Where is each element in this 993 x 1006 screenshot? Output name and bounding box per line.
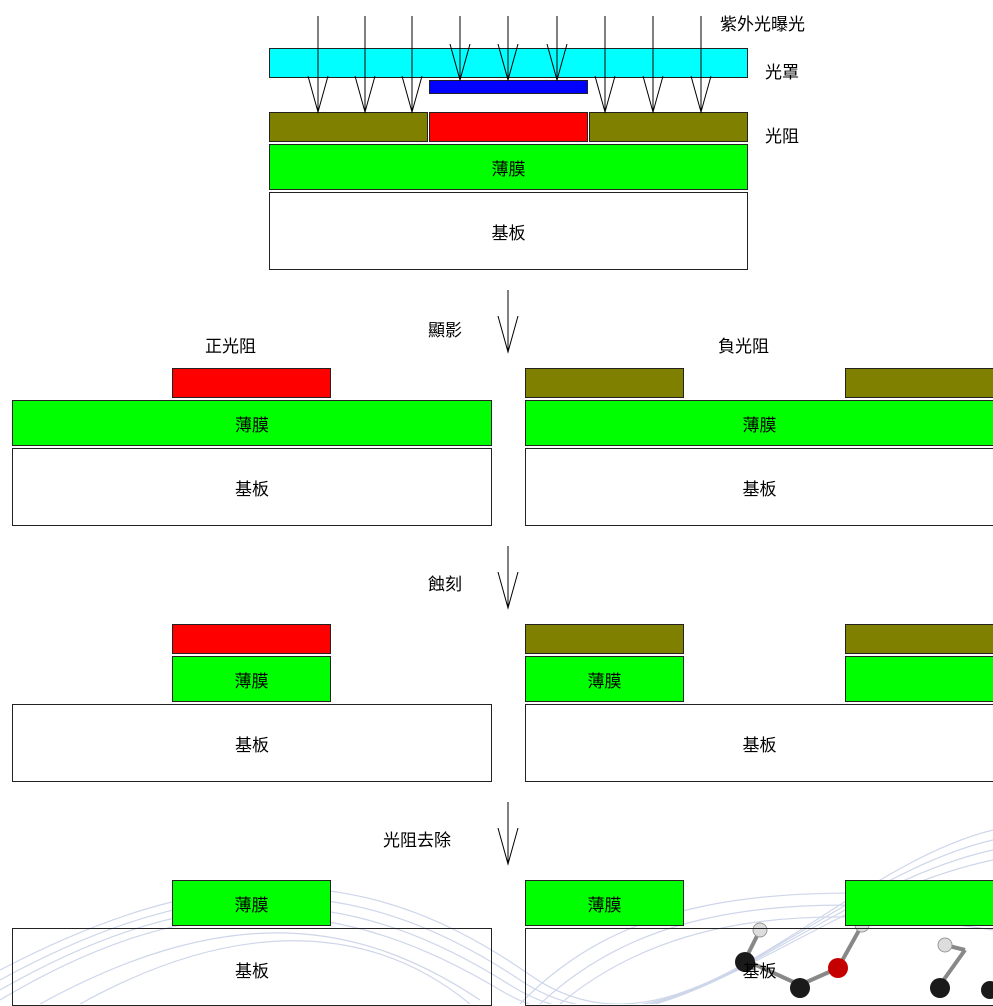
thin-film-label: 薄膜: [234, 895, 269, 916]
negative-resist-right-block: [845, 624, 993, 654]
resist-exposed-left: [269, 112, 428, 142]
resist-exposed-right: [589, 112, 748, 142]
negative-resist-label: 負光阻: [718, 337, 769, 357]
positive-resist-block: [172, 624, 331, 654]
mask-label: 光罩: [765, 63, 799, 83]
thin-film-final: 薄膜: [525, 880, 684, 926]
positive-resist-block: [172, 368, 331, 398]
mask-pattern: [429, 80, 588, 94]
thin-film-etched: 薄膜: [172, 656, 331, 702]
thin-film: 薄膜: [525, 400, 993, 446]
uv-arrow: [449, 16, 471, 82]
photoresist-label: 光阻: [765, 127, 799, 147]
resist-unexposed: [429, 112, 588, 142]
uv-arrow: [594, 16, 616, 114]
thin-film-etched: [845, 656, 993, 702]
substrate-label: 基板: [742, 962, 777, 982]
uv-arrow: [546, 16, 568, 82]
substrate: 基板: [269, 192, 748, 270]
substrate-label: 基板: [742, 479, 777, 500]
negative-resist-left-block: [525, 368, 684, 398]
substrate: 基板: [12, 704, 492, 782]
thin-film-label: 薄膜: [491, 159, 526, 180]
thin-film-etched: 薄膜: [525, 656, 684, 702]
uv-arrow: [307, 16, 329, 114]
thin-film: 薄膜: [12, 400, 492, 446]
thin-film-label: 薄膜: [587, 895, 622, 916]
substrate-label: 基板: [235, 479, 269, 500]
positive-resist-label: 正光阻: [205, 337, 256, 357]
substrate-label: 基板: [235, 735, 269, 756]
substrate: 基板: [525, 448, 993, 526]
negative-resist-right-block: [845, 368, 993, 398]
uv-arrow: [497, 16, 519, 82]
thin-film-label: 薄膜: [234, 671, 269, 692]
thin-film-label: 薄膜: [587, 671, 622, 692]
substrate: 基板: [525, 704, 993, 782]
etch-label: 蝕刻: [428, 575, 462, 595]
develop-step-arrow: [497, 290, 519, 354]
uv-arrow: [401, 16, 423, 114]
substrate-label: 基板: [235, 962, 269, 982]
negative-resist-left-block: [525, 624, 684, 654]
substrate: 基板: [12, 928, 492, 1006]
thin-film-final: [845, 880, 993, 926]
thin-film-final: 薄膜: [172, 880, 331, 926]
thin-film-label: 薄膜: [742, 415, 777, 436]
uv-arrow: [354, 16, 376, 114]
substrate: 基板: [12, 448, 492, 526]
removal-step-arrow: [497, 802, 519, 866]
uv-arrow: [642, 16, 664, 114]
substrate: 基板: [525, 928, 993, 1006]
thin-film: 薄膜: [269, 144, 748, 190]
uv-arrow: [690, 16, 712, 114]
substrate-label: 基板: [491, 223, 526, 244]
thin-film-label: 薄膜: [235, 415, 269, 436]
uv-exposure-label: 紫外光曝光: [720, 15, 805, 35]
resist-removal-label: 光阻去除: [383, 831, 451, 851]
etch-step-arrow: [497, 546, 519, 610]
develop-label: 顯影: [428, 321, 462, 341]
substrate-label: 基板: [742, 735, 777, 756]
